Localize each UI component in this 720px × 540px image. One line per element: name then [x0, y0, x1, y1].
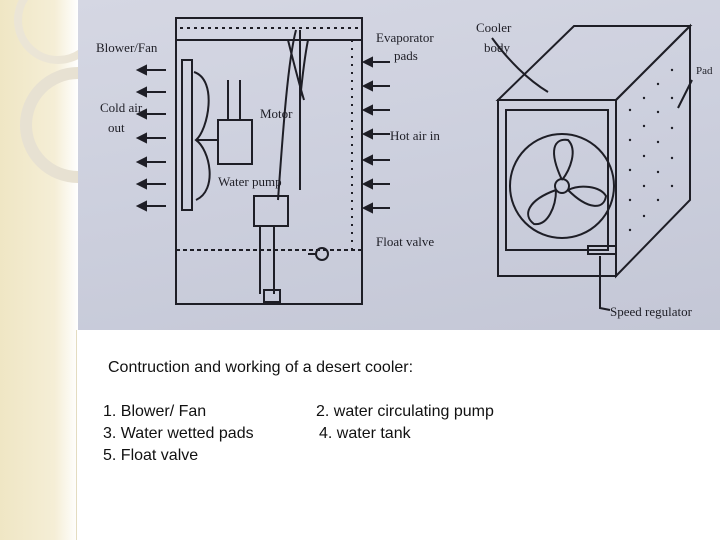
water-pump: [253, 195, 289, 227]
cooler-body-3d: [491, 23, 693, 311]
list-item: 2. water circulating pump: [316, 403, 494, 420]
decorative-ring-icon: [14, 0, 136, 183]
fan-blade: [193, 71, 211, 201]
speed-regulator: [587, 245, 617, 255]
label-water-pump: Water pump: [218, 174, 282, 189]
decorative-side-strip: [0, 0, 136, 540]
desert-cooler-diagram: Blower/Fan Cold air out Motor Water pump…: [78, 0, 720, 330]
label-evaporator-1: Evaporator: [376, 30, 434, 45]
label-cold-air-1: Cold air: [100, 100, 143, 115]
label-speed-regulator: Speed regulator: [610, 304, 693, 319]
fan-frame: [181, 59, 193, 211]
motor: [217, 119, 253, 165]
label-hot-air-in: Hot air in: [390, 128, 440, 143]
list-item: 4. water tank: [319, 425, 411, 442]
label-motor: Motor: [260, 106, 293, 121]
fan-blade-3d: [553, 138, 574, 181]
pad-dots: [628, 68, 674, 232]
label-blower-fan: Blower/Fan: [96, 40, 158, 55]
label-float-valve: Float valve: [376, 234, 434, 249]
diagram-drawing: Blower/Fan Cold air out Motor Water pump…: [96, 17, 713, 319]
hot-air-arrows: [361, 56, 390, 214]
float-valve: [315, 247, 329, 261]
list-item: 3. Water wetted pads: [103, 425, 254, 442]
label-cold-air-2: out: [108, 120, 125, 135]
label-pad: Pad: [696, 65, 713, 77]
diagram-caption: Contruction and working of a desert cool…: [108, 359, 414, 376]
cooler-cross-section: [175, 17, 363, 305]
cold-air-arrows: [135, 64, 166, 212]
label-cooler-2: body: [484, 40, 511, 55]
list-item: 1. Blower/ Fan: [103, 403, 207, 420]
label-cooler-1: Cooler: [476, 20, 512, 35]
label-evaporator-2: pads: [394, 48, 418, 63]
strip-divider: [76, 330, 77, 540]
list-item: 5. Float valve: [103, 447, 199, 464]
